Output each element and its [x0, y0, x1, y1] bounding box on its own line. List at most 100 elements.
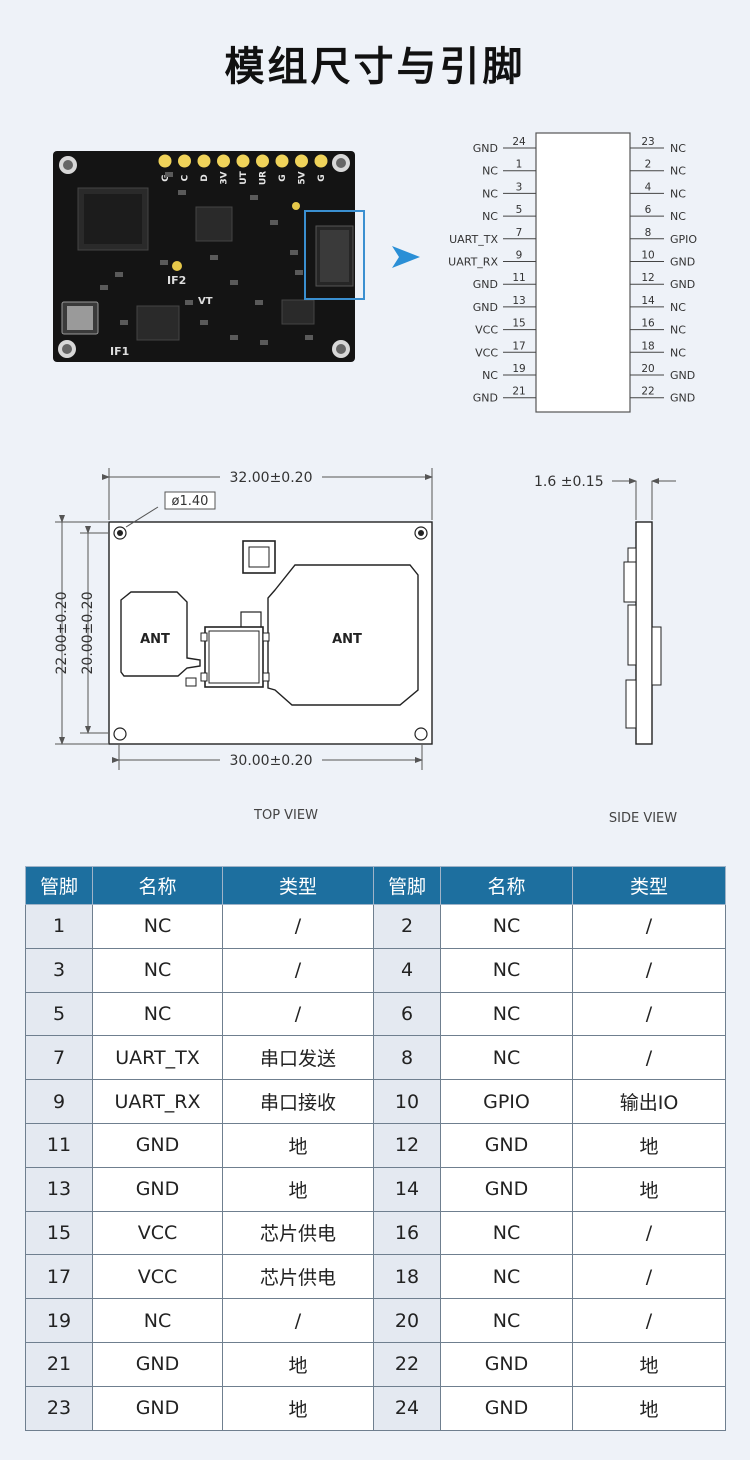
table-cell: VCC [92, 1210, 223, 1256]
pin-number-left: 17 [512, 340, 525, 352]
table-cell: UART_TX [92, 1035, 223, 1081]
table-cell: 15 [25, 1210, 93, 1256]
pad-label: 3V [220, 171, 230, 184]
table-cell: NC [440, 1210, 573, 1256]
table-cell: 输出IO [572, 1079, 726, 1124]
table-cell: / [572, 1254, 726, 1300]
table-header-cell: 名称 [92, 866, 223, 905]
pin-number-left: 1 [516, 159, 523, 171]
table-header-cell: 管脚 [25, 866, 93, 905]
table-cell: / [222, 904, 374, 949]
gold-pad [217, 154, 230, 168]
table-cell: 11 [25, 1122, 93, 1168]
table-header-cell: 类型 [222, 866, 374, 905]
page-title: 模组尺寸与引脚 [224, 44, 526, 90]
pad-label: G [317, 174, 327, 181]
table-cell: NC [440, 904, 573, 949]
table-cell: 5 [25, 991, 93, 1037]
pin-name-left: VCC [475, 346, 498, 359]
gold-pad [197, 154, 211, 168]
pin-number-left: 19 [512, 363, 525, 375]
dimension-width-inner: 30.00±0.20 [230, 753, 313, 769]
dimension-height-outer: 22.00±0.20 [54, 592, 70, 675]
gold-pad [295, 154, 308, 168]
pin-number-right: 22 [641, 386, 654, 398]
table-cell: 18 [373, 1254, 441, 1300]
table-cell: 地 [572, 1385, 726, 1431]
table-cell: 串口接收 [222, 1079, 374, 1124]
table-cell: 21 [25, 1341, 93, 1387]
dimension-height-inner: 20.00±0.20 [80, 592, 96, 675]
table-cell: / [572, 991, 726, 1037]
pin-name-right: NC [670, 301, 686, 314]
table-cell: 地 [572, 1122, 726, 1168]
pin-name-left: GND [473, 278, 498, 291]
connector-highlight [304, 210, 365, 300]
pin-number-right: 14 [641, 295, 655, 307]
pin-number-right: 20 [641, 363, 654, 375]
table-header-cell: 管脚 [373, 866, 441, 905]
pin-number-right: 18 [641, 340, 654, 352]
pin-number-left: 21 [512, 386, 525, 398]
table-cell: 19 [25, 1298, 93, 1343]
table-cell: 地 [222, 1341, 374, 1387]
side-view-drawing: 1.6 ±0.15 SIDE VIEW [534, 474, 677, 826]
antenna-left-label: ANT [140, 632, 170, 647]
gold-pad [314, 154, 328, 168]
table-cell: GND [440, 1341, 573, 1387]
gold-pad [256, 154, 269, 168]
table-cell: GND [440, 1385, 573, 1431]
top-view-drawing: 32.00±0.20 30.00±0.20 22.00±0.20 20.00±0… [54, 468, 433, 823]
pin-name-left: GND [473, 142, 498, 155]
pin-number-right: 12 [641, 272, 654, 284]
gold-pad [275, 154, 289, 168]
pinout-diagram: 24GND1NC3NC5NC7UART_TX9UART_RX11GND13GND… [448, 132, 697, 413]
top-view-caption: TOP VIEW [253, 808, 318, 823]
table-cell: NC [440, 1254, 573, 1300]
pin-number-right: 23 [641, 136, 654, 148]
pin-number-left: 5 [516, 204, 523, 216]
table-cell: 串口发送 [222, 1035, 374, 1081]
dimension-thickness: 1.6 ±0.15 [534, 474, 604, 490]
table-cell: / [572, 904, 726, 949]
pin-name-right: GND [670, 256, 695, 269]
table-cell: 芯片供电 [222, 1210, 374, 1256]
table-cell: 12 [373, 1122, 441, 1168]
pad-label: 5V [298, 171, 308, 184]
pad-label: C [181, 174, 191, 181]
table-header-cell: 类型 [572, 866, 726, 905]
table-cell: NC [92, 947, 223, 993]
pin-name-left: UART_TX [449, 233, 498, 246]
pin-name-right: GPIO [670, 233, 697, 246]
antenna-right-label: ANT [332, 632, 362, 647]
board-label-vt: VT [198, 296, 213, 307]
table-cell: NC [92, 904, 223, 949]
table-cell: GND [92, 1385, 223, 1431]
dimension-width-outer: 32.00±0.20 [230, 470, 313, 486]
table-cell: 1 [25, 904, 93, 949]
pin-number-right: 4 [645, 181, 652, 193]
pin-name-left: NC [482, 187, 498, 200]
pin-table-header: 管脚名称类型管脚名称类型 [25, 866, 726, 905]
table-cell: 13 [25, 1166, 93, 1212]
pad-label: G [161, 174, 171, 181]
pin-name-right: GND [670, 369, 695, 382]
pin-number-right: 10 [641, 250, 654, 262]
pointer-arrow-icon [392, 246, 420, 268]
pin-number-right: 16 [641, 318, 655, 330]
table-cell: GND [440, 1122, 573, 1168]
pin-number-left: 13 [512, 295, 525, 307]
gold-pad [236, 154, 250, 168]
pad-label: D [200, 174, 210, 181]
pin-number-left: 15 [512, 318, 525, 330]
board-label-if1: IF1 [110, 345, 129, 358]
